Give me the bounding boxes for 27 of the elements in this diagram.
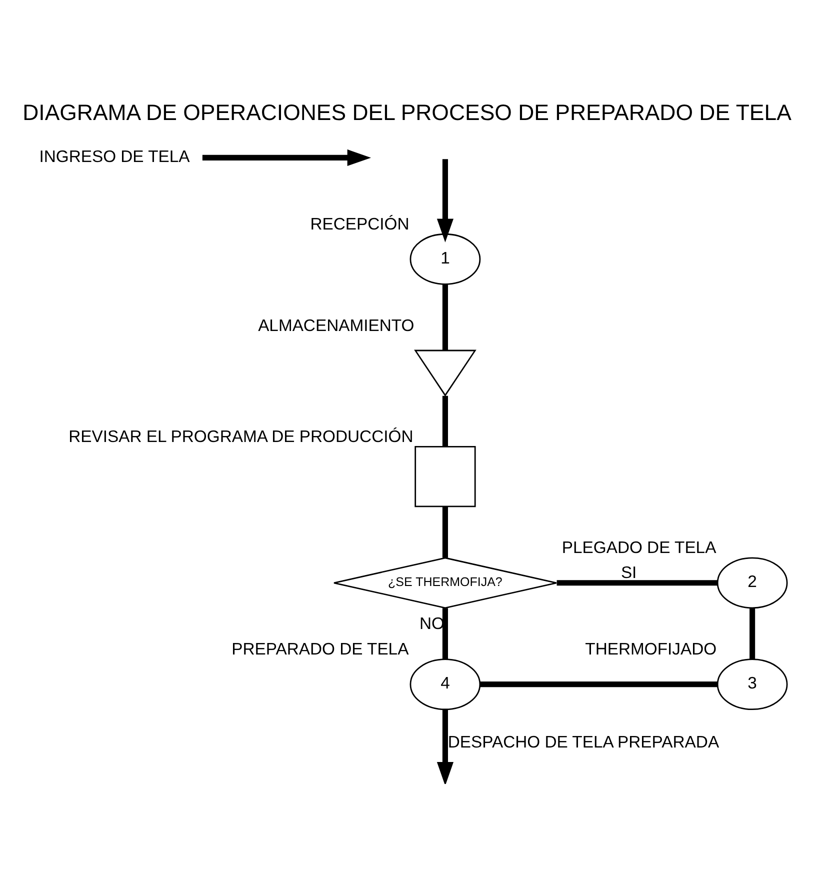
node-diamond: ¿SE THERMOFIJA?: [333, 556, 558, 608]
node-box: [414, 446, 476, 507]
node-label: REVISAR EL PROGRAMA DE PRODUCCIÓN: [68, 426, 414, 446]
node-label: THERMOFIJADO: [585, 639, 717, 658]
node-text: INGRESO DE TELA: [39, 146, 190, 166]
node-label: PLEGADO DE TELA: [562, 538, 716, 557]
diagram-title: DIAGRAMA DE OPERACIONES DEL PROCESO DE PREPARADO DE TELA: [22, 99, 792, 124]
connector: [442, 284, 448, 350]
edge-label: DESPACHO DE TELA PREPARADA: [448, 732, 720, 752]
node-ellipse: 2: [716, 556, 788, 608]
arrow: [436, 158, 454, 242]
connector: [480, 681, 718, 687]
node-ellipse: 1: [410, 232, 481, 284]
edge-label: SI: [620, 562, 637, 582]
connector: [442, 506, 448, 558]
node-label: ALMACENAMIENTO: [258, 315, 414, 334]
connector: [750, 608, 756, 659]
connector: [442, 395, 448, 446]
arrow: [436, 709, 454, 784]
connector: [442, 608, 448, 659]
node-triangle: [414, 349, 476, 396]
node-ellipse: 3: [716, 658, 788, 710]
node-label: RECEPCIÓN: [310, 214, 410, 233]
connector: [556, 580, 718, 586]
node-ellipse: 4: [410, 658, 481, 710]
arrow: [202, 148, 372, 166]
node-label: PREPARADO DE TELA: [232, 639, 409, 658]
